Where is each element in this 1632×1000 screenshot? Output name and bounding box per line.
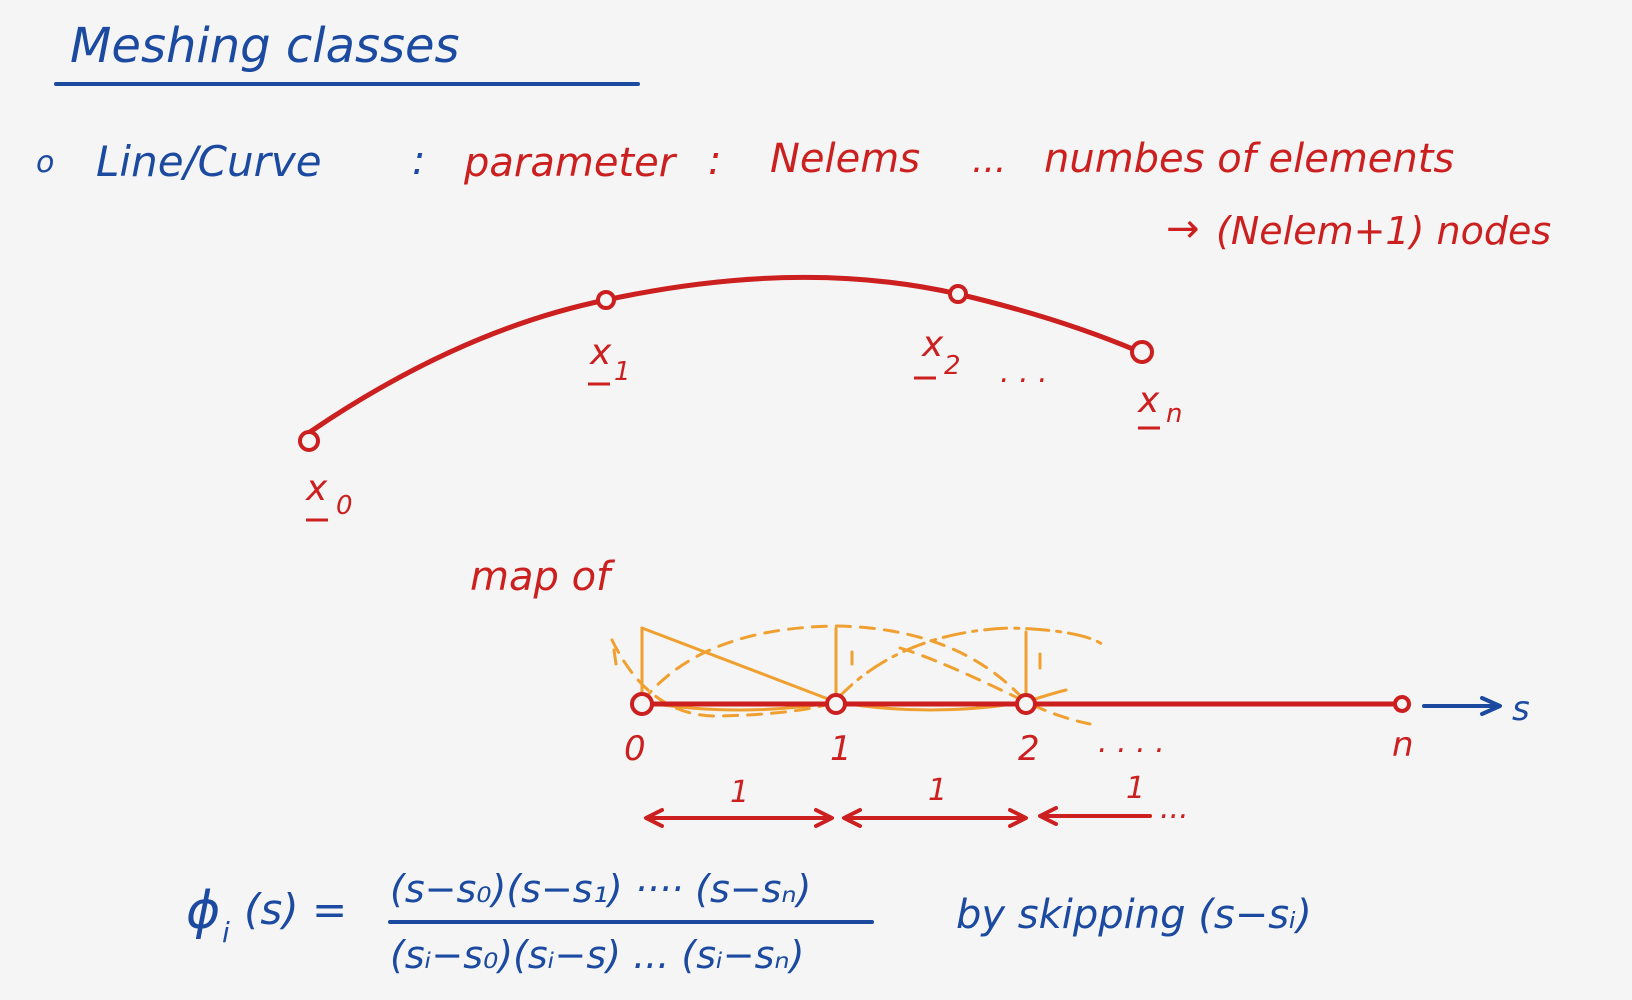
axis-node-n [1393,695,1411,713]
s-axis-arrowhead [1480,696,1502,716]
curve-node-0 [298,430,320,452]
formula-phi-sub: i [222,916,230,949]
axis-node-2 [1015,693,1037,715]
s-axis-var: s [1512,689,1530,729]
bullet-label: Line/Curve [96,137,322,186]
formula-note: by skipping (s−sᵢ) [956,892,1312,938]
svg-text:x: x [589,332,612,373]
formula-lhs-arg: (s) = [244,885,347,934]
curve-node-1 [596,290,616,310]
page-title: Meshing classes [70,18,460,74]
curve-dots: . . . [1000,355,1048,390]
node-label-xn: x n [1137,380,1182,430]
tick-n: n [1392,725,1414,765]
svg-text:1: 1 [614,357,631,387]
curve-node-2 [948,284,968,304]
param-ellipsis: ... [972,140,1006,181]
formula-denominator: (sᵢ−s₀)(sᵢ−s) ... (sᵢ−sₙ) [390,933,804,977]
svg-text:2: 2 [944,351,961,381]
tick-dots: . . . . [1098,725,1165,760]
spacing-label-1: 1 [730,775,749,810]
tick-1: 1 [830,729,852,769]
bullet-symbol: o [36,145,54,180]
map-label: map of [470,554,616,600]
curve-node-n [1130,340,1154,364]
tick-2: 2 [1018,729,1040,769]
spacing-label-2: 1 [928,773,947,808]
colon-2: : [708,138,721,184]
spacing-arrows [644,806,1152,828]
formula-phi: ϕ [186,881,220,941]
axis-node-1 [825,693,847,715]
colon-1: : [412,138,425,184]
node-label-x2: x 2 [914,324,961,381]
param-name: Nelems [770,136,920,182]
param-word: parameter [463,140,678,186]
nodes-note: (Nelem+1) nodes [1216,209,1551,253]
formula-numerator: (s−s₀)(s−s₁) ···· (s−sₙ) [390,867,811,911]
svg-text:x: x [1137,380,1160,421]
node-label-x1: x 1 [588,332,631,387]
axis-node-0 [630,692,654,716]
svg-text:x: x [921,324,944,365]
basis-functions-sketch [610,624,1104,726]
spacing-label-3: 1 [1126,771,1145,806]
svg-text:0: 0 [336,491,353,521]
svg-text:n: n [1166,399,1182,429]
param-description: numbes of elements [1044,136,1454,182]
svg-text:x: x [305,468,328,509]
node-label-x0: x 0 [305,468,353,522]
nodes-arrow: → [1166,206,1200,252]
spacing-dots: ... [1160,791,1189,826]
tick-0: 0 [624,729,646,769]
mesh-curve [307,274,1143,435]
